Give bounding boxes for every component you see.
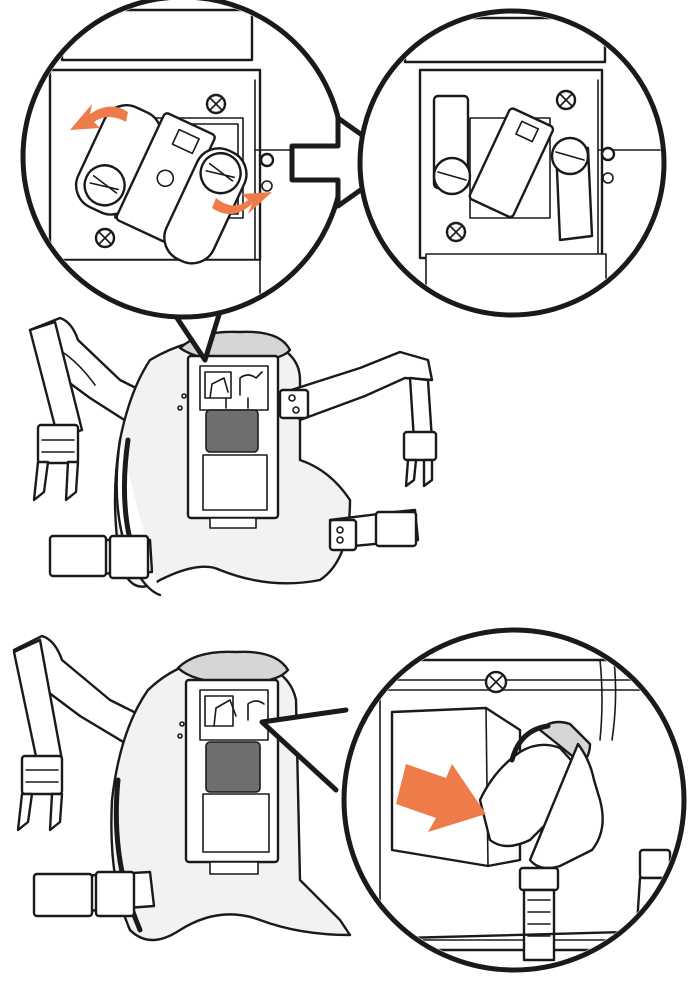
screw-icon: [484, 670, 508, 694]
clamp-open-detail-icon: [357, 8, 667, 318]
push-arrow-icon: [396, 764, 486, 832]
left-hanging-strap: [28, 320, 84, 440]
screw-icon: [205, 93, 227, 115]
left-buckle-icon: [20, 754, 64, 796]
screw-icon: [259, 152, 275, 192]
left-buckle-icon: [36, 423, 80, 465]
right-buckle-icon: [402, 430, 438, 462]
right-shoulder-strap: [283, 350, 434, 422]
screw-icon: [445, 221, 467, 243]
rotate-right-arrow-icon: [212, 192, 272, 215]
screw-icon: [94, 227, 116, 249]
screw-icon: [555, 89, 577, 111]
callout-pointer-bottom: [259, 707, 349, 793]
connector-removal-detail-icon: [341, 627, 687, 973]
bottom-harness-icon: [12, 634, 352, 942]
vest-top-pad: [176, 650, 290, 684]
rotate-left-arrow-icon: [70, 104, 128, 130]
fluid-bag: [205, 409, 259, 453]
screw-icon: [600, 146, 616, 184]
top-harness-icon: [28, 316, 438, 597]
fluid-bag: [205, 741, 261, 793]
